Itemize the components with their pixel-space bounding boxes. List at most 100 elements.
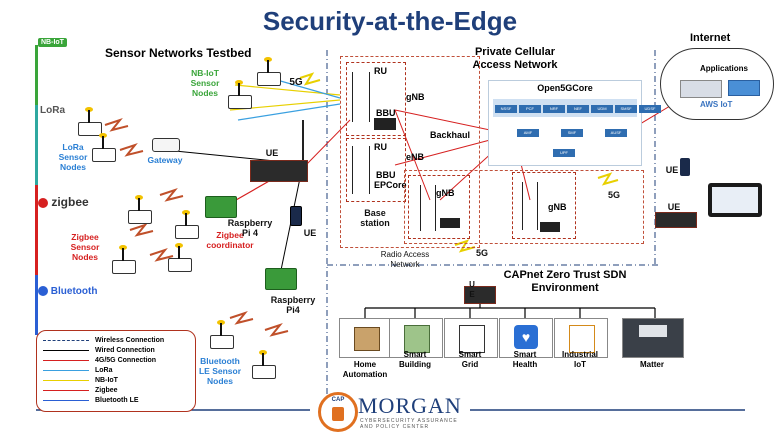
lora-nodes-label: LoRa Sensor Nodes <box>58 142 88 172</box>
gnb-label: gNB <box>436 188 455 198</box>
lora-link <box>237 103 341 121</box>
sensor-testbed-header: Sensor Networks Testbed <box>105 46 252 60</box>
rpi4-label: Raspberry Pi 4 <box>227 218 273 238</box>
legend-item: Bluetooth LE <box>43 397 139 404</box>
lightning-icon <box>299 72 321 86</box>
morgan-subtitle: CYBERSECURITY ASSURANCE AND POLICY CENTE… <box>360 418 458 430</box>
bbu-icon <box>440 218 460 228</box>
service-label: Smart Health <box>512 350 538 369</box>
ran-box <box>340 56 480 248</box>
5g-label: 5G <box>289 77 303 88</box>
ble-sensor-node <box>252 350 276 379</box>
applications-label: Applications <box>700 64 749 73</box>
base-station-label: Base station <box>360 208 390 228</box>
bbu-label: BBU <box>376 108 396 118</box>
enb-label: eNB <box>406 152 425 162</box>
ue-device <box>464 286 496 304</box>
industrial-iot-tile <box>554 318 608 358</box>
legend-item: Wireless Connection <box>43 337 164 344</box>
ue-device <box>250 160 308 182</box>
bluetooth-logo: Bluetooth <box>38 286 97 297</box>
backhaul-link <box>394 109 431 201</box>
bluetooth-icon <box>38 286 48 297</box>
gnb-box <box>346 62 406 136</box>
smart-building-tile <box>389 318 443 358</box>
legend-swatch <box>43 339 89 341</box>
aws-iot-label: AWS IoT <box>700 100 733 109</box>
ble-nodes-label: Bluetooth LE Sensor Nodes <box>198 356 242 386</box>
smf-chip: SMF <box>561 129 583 137</box>
ru-label: RU <box>374 142 387 152</box>
bbu-icon <box>540 222 560 232</box>
zigbee-icon <box>38 197 48 208</box>
core-functions-mid: AMF SMF AUSF <box>517 129 627 137</box>
pcf-chip: PCF <box>519 105 541 113</box>
zigbee-strip <box>35 185 38 275</box>
zigbee-sensor-node <box>128 195 152 224</box>
nbiot-logo: NB-IoT <box>38 38 67 47</box>
ue-label: U E <box>469 280 475 299</box>
page-title: Security-at-the-Edge <box>262 6 518 36</box>
5g-label: 5G <box>607 190 620 200</box>
ru-label: RU <box>374 66 387 76</box>
open5gcore-panel: Open5GCore NSSF PCF NRF NEF UDM SMSF UDS… <box>488 80 661 166</box>
legend-item: NB-IoT <box>43 377 118 384</box>
lightning-icon <box>597 172 619 186</box>
home-icon <box>354 327 380 351</box>
smart-health-tile: ♥ <box>499 318 553 358</box>
ue-label: UE <box>265 148 279 158</box>
phone-icon <box>680 158 690 176</box>
zigbee-signal-icon <box>149 247 174 262</box>
wired-link <box>279 177 301 276</box>
legend-item: LoRa <box>43 367 113 374</box>
raspberry-pi-icon <box>205 196 237 218</box>
zigbee-sensor-node <box>112 245 136 274</box>
cell-tower-icon <box>522 182 538 230</box>
ue-phone-label: UE <box>665 165 679 175</box>
ran-box <box>404 170 644 244</box>
nrf-chip: NRF <box>543 105 565 113</box>
backhaul-link <box>394 109 491 131</box>
antenna-icon <box>302 120 304 160</box>
udsf-chip: UDSF <box>639 105 661 113</box>
router-icon <box>152 138 180 152</box>
zigbee-nodes-label: Zigbee Sensor Nodes <box>70 232 100 262</box>
cap-seal: CAP <box>318 392 358 432</box>
gnb-label: gNB <box>548 202 567 212</box>
ue-label: UE <box>667 202 681 212</box>
smart-grid-tile <box>444 318 498 358</box>
nbiot-strip <box>35 45 38 105</box>
lora-link <box>269 77 341 99</box>
lora-sensor-node <box>92 133 116 162</box>
legend-item: 4G/5G Connection <box>43 357 156 364</box>
zero-trust-header: CAPnet Zero Trust SDN Environment <box>503 269 627 294</box>
matter-tile <box>622 318 684 358</box>
lora-sensor-node <box>78 107 102 136</box>
legend-swatch <box>43 399 89 401</box>
nbiot-sensor-node <box>228 80 252 109</box>
backhaul-label: Backhaul <box>430 130 471 140</box>
lora-signal-icon <box>119 142 144 157</box>
service-label: Matter <box>639 360 664 369</box>
backhaul-link <box>519 159 531 201</box>
gnb-box <box>408 175 470 239</box>
gnb-box <box>512 172 576 239</box>
smart-home-hub-icon <box>639 325 667 337</box>
legend-swatch <box>43 359 89 361</box>
applications-icon <box>680 80 722 98</box>
cell-tower-icon <box>352 72 370 122</box>
lora-logo: LoRa <box>40 105 65 116</box>
5g-label: 5G <box>475 248 488 258</box>
zigbee-coordinator-label: Zigbee coordinator <box>206 230 254 250</box>
legend-swatch <box>43 379 89 381</box>
nssf-chip: NSSF <box>495 105 517 113</box>
nbiot-nodes-label: NB-IoT Sensor Nodes <box>190 68 220 98</box>
ran-label: Radio Access Network <box>380 250 430 269</box>
ausf-chip: AUSF <box>605 129 627 137</box>
raspberry-pi-icon <box>265 268 297 290</box>
service-label: Smart Building <box>399 350 431 369</box>
epc-label: EPCore <box>374 180 407 190</box>
robot-arm-icon <box>569 325 595 353</box>
ue-phone-label: UE <box>303 228 317 238</box>
core-functions-bot: UPF <box>553 149 575 157</box>
